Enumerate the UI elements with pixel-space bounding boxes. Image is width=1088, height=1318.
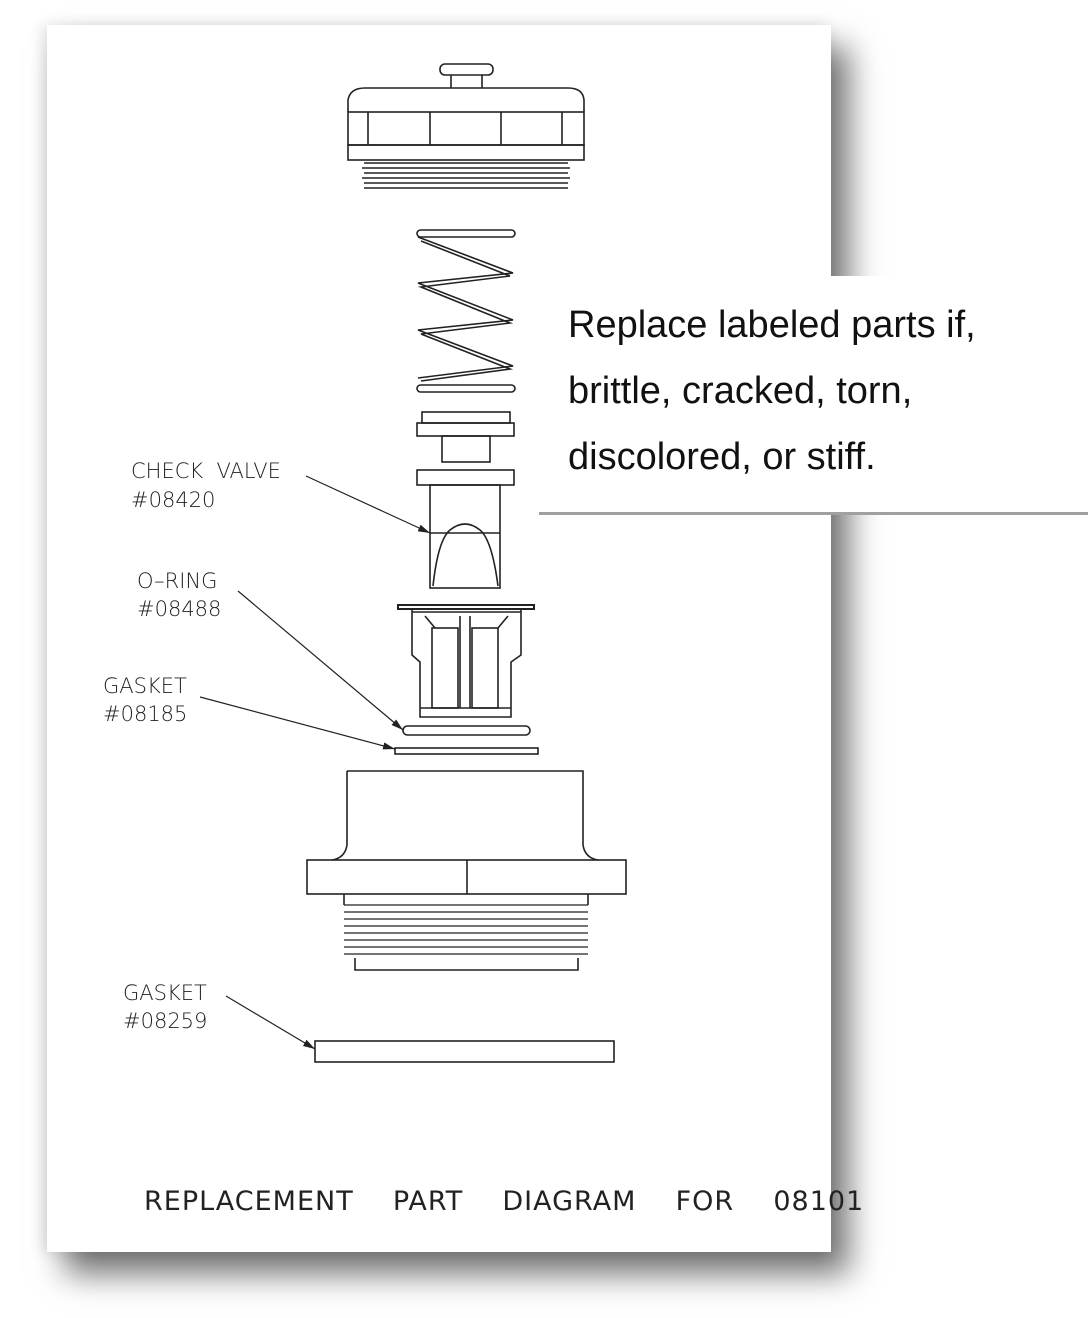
label-name: GASKET xyxy=(123,981,207,1005)
label-part-number: #08185 xyxy=(103,702,187,726)
label-part-number: #08259 xyxy=(123,1009,207,1033)
diagram-title: REPLACEMENT PART DIAGRAM FOR 08101 xyxy=(144,1186,864,1217)
check-valve-part xyxy=(416,411,515,589)
callout-line: discolored, or stiff. xyxy=(568,436,876,478)
callout-line: Replace labeled parts if, xyxy=(568,304,976,346)
gasket-08185-part xyxy=(394,747,539,755)
label-name: CHECK VALVE xyxy=(131,459,281,483)
filter-cage-part xyxy=(397,604,535,718)
o-ring-part xyxy=(402,725,531,736)
label-part-number: #08420 xyxy=(131,488,215,512)
label-name: GASKET xyxy=(103,674,187,698)
instruction-callout: Replace labeled parts if, brittle, crack… xyxy=(539,276,1088,515)
callout-line: brittle, cracked, torn, xyxy=(568,370,913,412)
cap-part xyxy=(347,63,585,189)
leader-gasket-08259 xyxy=(225,995,316,1050)
gasket-08259-part xyxy=(314,1040,615,1063)
leader-check-valve xyxy=(305,475,431,534)
housing-part xyxy=(306,770,627,971)
label-part-number: #08488 xyxy=(137,597,221,621)
leader-gasket-08185 xyxy=(199,696,396,750)
leader-o-ring xyxy=(237,590,404,731)
spring-part xyxy=(416,229,516,393)
label-name: O–RING xyxy=(137,569,217,593)
